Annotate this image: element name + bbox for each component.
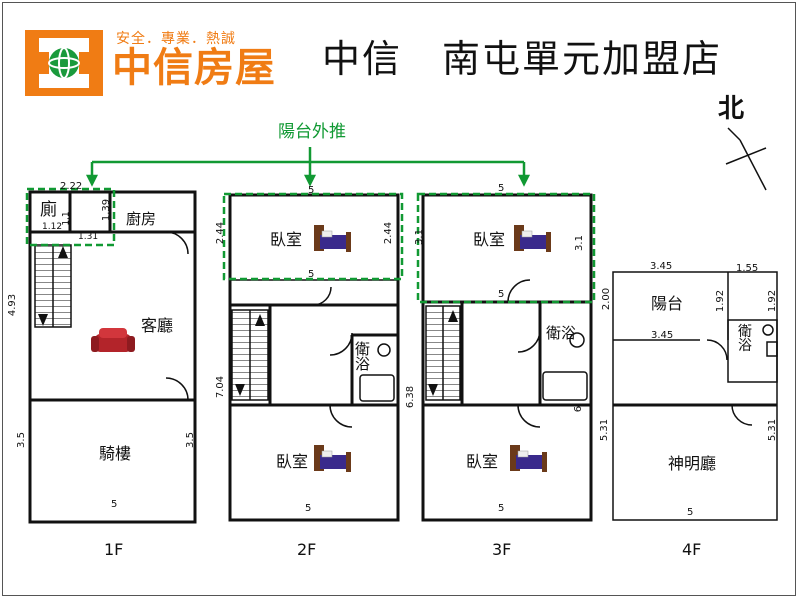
room-bedroom-2f-top: 臥室 xyxy=(270,230,303,249)
dim-3f-right-31: 3.1 xyxy=(573,235,585,251)
dim-3f-left-638: 6.38 xyxy=(405,385,417,409)
room-bath-2f: 衛浴 xyxy=(355,340,371,373)
dim-4f-top-155: 1.55 xyxy=(736,263,759,274)
room-bedroom-3f-top: 臥室 xyxy=(473,230,506,249)
brand-logo xyxy=(25,30,103,96)
bed-icon xyxy=(510,445,547,472)
north-label: 北 xyxy=(718,94,745,124)
dim-4f-left-531: 5.31 xyxy=(599,418,611,442)
dim-1f-toilet-w: 1.12 xyxy=(42,222,63,232)
brand-name: 中信房屋 xyxy=(112,45,276,91)
room-kitchen-1f: 廚房 xyxy=(126,210,157,228)
bed-icon xyxy=(314,225,351,252)
store-name: 中信 南屯單元加盟店 xyxy=(322,37,723,81)
floor-label-4f: 4F xyxy=(682,540,702,559)
floor-4f-plan xyxy=(612,271,778,521)
dim-4f-left-200: 2.00 xyxy=(601,287,613,311)
floor-label-3f: 3F xyxy=(492,540,512,559)
dim-4f-mid-192: 1.92 xyxy=(715,289,727,313)
dim-1f-131: 1.31 xyxy=(78,232,99,242)
floor-label-2f: 2F xyxy=(297,540,317,559)
room-arcade-1f: 騎樓 xyxy=(99,444,132,463)
room-bath-4f: 衛浴 xyxy=(738,324,752,354)
dim-4f-bottom: 5 xyxy=(687,507,694,518)
dim-2f-left-244: 2.44 xyxy=(215,221,227,245)
room-bath-3f: 衛浴 xyxy=(546,324,577,342)
dim-2f-left-704: 7.04 xyxy=(215,375,227,399)
room-living-1f: 客廳 xyxy=(141,316,174,335)
dim-1f-139: 1.39 xyxy=(101,198,113,222)
floor-1f-plan xyxy=(28,190,197,524)
dim-3f-mid: 5 xyxy=(498,289,505,300)
sofa-icon xyxy=(91,328,135,352)
dim-2f-right-244: 2.44 xyxy=(383,221,395,245)
dim-1f-toilet-h: 1.1 xyxy=(61,211,72,226)
north-arrow-icon xyxy=(725,127,767,191)
floor-label-1f: 1F xyxy=(104,540,124,559)
balcony-bracket xyxy=(85,147,531,187)
dim-1f-left-493: 4.93 xyxy=(7,293,19,317)
room-bedroom-3f-bottom: 臥室 xyxy=(466,452,499,471)
slogan: 安全．專業．熱誠 xyxy=(116,31,236,47)
dim-4f-right-531: 5.31 xyxy=(767,418,779,442)
dim-2f-mid: 5 xyxy=(308,269,315,280)
room-balcony-4f: 陽台 xyxy=(651,294,684,313)
dim-4f-top-345: 3.45 xyxy=(650,261,673,272)
dim-4f-right-192: 1.92 xyxy=(767,289,779,313)
dim-1f-bottom: 5 xyxy=(111,499,118,510)
dim-4f-mid-345: 3.45 xyxy=(651,330,674,341)
bed-icon xyxy=(514,225,551,252)
dim-1f-top: 2.22 xyxy=(60,181,83,192)
floor-3f-plan xyxy=(421,193,593,522)
dim-3f-right-6: 6 xyxy=(573,405,585,413)
dim-1f-left-35: 3.5 xyxy=(15,432,27,448)
dim-1f-right-35: 3.5 xyxy=(184,432,196,448)
room-bedroom-2f-bottom: 臥室 xyxy=(276,452,309,471)
room-toilet-1f: 廁 xyxy=(40,200,57,220)
dim-2f-top: 5 xyxy=(308,185,315,196)
balcony-extension-note: 陽台外推 xyxy=(278,122,346,142)
dim-2f-bottom: 5 xyxy=(305,503,312,514)
dim-3f-top: 5 xyxy=(498,183,505,194)
dim-3f-left-31: 3.1 xyxy=(413,229,425,245)
bed-icon xyxy=(314,445,351,472)
room-shrine-4f: 神明廳 xyxy=(668,454,717,473)
logo-emblem-icon xyxy=(25,30,103,96)
dim-3f-bottom: 5 xyxy=(498,503,505,514)
